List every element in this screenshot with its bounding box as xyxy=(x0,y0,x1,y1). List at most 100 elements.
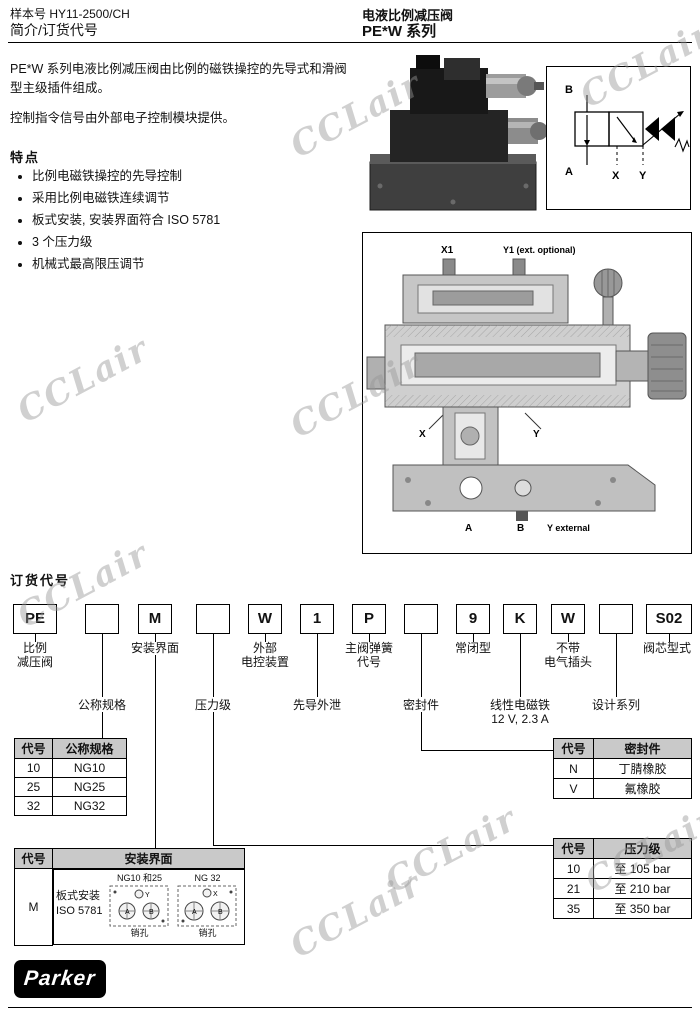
table-header: 代号 xyxy=(14,848,53,869)
connector-line xyxy=(369,634,370,642)
ordering-code-box: S02 xyxy=(646,604,692,634)
label-seals: 密封件 xyxy=(402,698,440,712)
svg-text:B: B xyxy=(218,909,223,916)
ordering-code-box xyxy=(85,604,119,634)
footer-divider xyxy=(8,1007,692,1008)
connector-line xyxy=(265,634,266,642)
ordering-code-box xyxy=(599,604,633,634)
section-name: 简介/订货代号 xyxy=(10,22,98,38)
intro-para-1: PE*W 系列电液比例减压阀由比例的磁铁操控的先导式和滑阀型主级插件组成。 xyxy=(10,62,347,96)
connector-line xyxy=(213,634,214,697)
svg-text:B: B xyxy=(149,909,154,916)
symbol-frame: B A X Y xyxy=(546,66,691,210)
cross-section-frame: X1 Y1 (ext. optional) X xyxy=(362,232,692,554)
connector-line xyxy=(616,634,617,697)
label-pilot-drain: 先导外泄 xyxy=(292,698,342,712)
cross-section-label-y-external: Y external xyxy=(547,523,590,533)
table-header: 安装界面 xyxy=(52,848,245,869)
table-header: 压力级 xyxy=(593,838,692,859)
connector-line xyxy=(102,634,103,697)
symbol-label-y: Y xyxy=(639,170,647,182)
ordering-code-box xyxy=(404,604,438,634)
cross-section-label-y1: Y1 (ext. optional) xyxy=(503,245,576,255)
connector-line xyxy=(213,845,553,846)
label-proportional-reducing-valve: 比例减压阀 xyxy=(16,641,54,669)
symbol-label-a: A xyxy=(565,166,573,178)
connector-line xyxy=(35,634,36,642)
label-design-series: 设计系列 xyxy=(591,698,641,712)
series-name: PE*W 系列 xyxy=(362,23,437,40)
label-pressure-class: 压力级 xyxy=(194,698,232,712)
svg-text:Y: Y xyxy=(145,892,150,899)
label-mounting-interface: 安装界面 xyxy=(130,641,180,655)
ordering-code-box: P xyxy=(352,604,386,634)
symbol-label-b: B xyxy=(565,84,573,96)
ordering-code-box: M xyxy=(138,604,172,634)
cross-section-label-a: A xyxy=(465,523,472,534)
ordering-code-box: 9 xyxy=(456,604,490,634)
ordering-code-box: PE xyxy=(13,604,57,634)
table-header: 代号 xyxy=(553,838,594,859)
intro-para-2: 控制指令信号由外部电子控制模块提供。 xyxy=(10,110,236,125)
table-header: 密封件 xyxy=(593,738,692,759)
feature-item: 比例电磁铁操控的先导控制 xyxy=(32,166,354,188)
mounting-code: M xyxy=(14,868,53,946)
doc-number: 样本号 HY11-2500/CH xyxy=(10,7,130,21)
cross-section-label-x: X xyxy=(419,429,426,440)
label-external-control: 外部电控装置 xyxy=(240,641,290,669)
mounting-text: 板式安装 ISO 5781 xyxy=(56,890,103,918)
table-header: 公称规格 xyxy=(52,738,127,759)
connector-line xyxy=(155,634,156,642)
hydraulic-symbol: B A X Y xyxy=(565,84,690,182)
features-title: 特点 xyxy=(10,150,41,165)
ordering-code-box: K xyxy=(503,604,537,634)
cross-section-label-b: B xyxy=(517,523,524,534)
feature-item: 3 个压力级 xyxy=(32,232,354,254)
symbol-label-x: X xyxy=(612,170,620,182)
label-spool-type: 阀芯型式 xyxy=(642,641,692,655)
connector-line xyxy=(421,634,422,697)
svg-text:A: A xyxy=(125,909,130,916)
ordering-title: 订货代号 xyxy=(10,573,71,588)
connector-line xyxy=(102,712,103,738)
watermark: CCLair xyxy=(283,863,429,967)
connector-line xyxy=(213,712,214,845)
svg-text:A: A xyxy=(192,909,197,916)
product-photo xyxy=(369,55,548,211)
header-divider xyxy=(8,42,692,43)
cross-section-label-x1: X1 xyxy=(441,245,454,256)
watermark: CCLair xyxy=(10,328,156,432)
ordering-code-box: W xyxy=(551,604,585,634)
label-main-spring-code: 主阀弹簧代号 xyxy=(344,641,394,669)
table-header: 代号 xyxy=(14,738,53,759)
connector-line xyxy=(669,634,670,642)
label-nominal-size: 公称规格 xyxy=(77,698,127,712)
connector-line xyxy=(421,750,553,751)
svg-text:X: X xyxy=(213,891,218,898)
watermark: CCLair xyxy=(378,798,524,902)
feature-item: 机械式最高限压调节 xyxy=(32,254,354,276)
connector-line xyxy=(421,712,422,750)
label-no-electrical-plug: 不带电气插头 xyxy=(543,641,593,669)
feature-item: 采用比例电磁铁连续调节 xyxy=(32,188,354,210)
table-header: 代号 xyxy=(553,738,594,759)
connector-line xyxy=(568,634,569,642)
ordering-code-box xyxy=(196,604,230,634)
page-title: 电液比例减压阀 xyxy=(362,8,454,23)
connector-line xyxy=(473,634,474,642)
mounting-detail: 板式安装 ISO 5781 NG10 和25 A B Y xyxy=(53,869,245,945)
features-list: 比例电磁铁操控的先导控制 采用比例电磁铁连续调节 板式安装, 安装界面符合 IS… xyxy=(14,166,354,275)
feature-item: 板式安装, 安装界面符合 ISO 5781 xyxy=(32,210,354,232)
ordering-code-box: 1 xyxy=(300,604,334,634)
connector-line xyxy=(155,655,156,848)
